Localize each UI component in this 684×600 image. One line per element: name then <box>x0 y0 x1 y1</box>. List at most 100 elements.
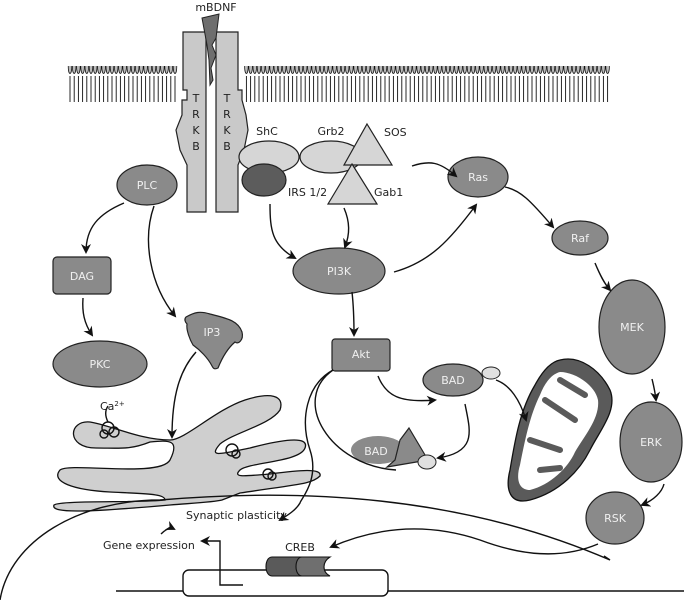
irs-label: IRS 1/2 <box>288 186 327 199</box>
ip3-label: IP3 <box>204 326 221 339</box>
lipid-head <box>597 65 602 74</box>
pkc-node <box>52 340 148 388</box>
lipid-head <box>126 65 131 74</box>
calcium-cluster-2 <box>225 443 241 459</box>
lipid-head <box>164 65 169 74</box>
lipid-head <box>252 65 257 74</box>
synaptic-plasticity-label: Synaptic plasticity <box>186 509 287 522</box>
lipid-head <box>353 65 358 74</box>
mitochondrion-cristae <box>527 377 588 473</box>
lipid-head <box>315 65 320 74</box>
gab1-node <box>326 162 379 205</box>
trkb-left-t: T <box>192 92 200 105</box>
lipid-head <box>492 65 497 74</box>
lipid-head <box>580 65 585 74</box>
lipid-head <box>403 65 409 74</box>
cell-membrane <box>67 65 610 102</box>
lipid-head <box>135 65 140 74</box>
bad-bound-node <box>351 436 405 464</box>
lipid-head <box>399 65 404 74</box>
rsk-label: RSK <box>604 512 627 525</box>
lipid-head <box>588 65 593 74</box>
arrow-gab1-pi3k <box>343 207 353 249</box>
dag-node <box>52 256 112 295</box>
lipid-head <box>416 65 421 74</box>
lipid-head <box>429 65 434 74</box>
lipid-head <box>122 65 127 74</box>
lipid-head <box>298 65 304 74</box>
trkb-receptor-right <box>215 31 249 213</box>
bad-bound-label: BAD <box>364 445 388 458</box>
lipid-head <box>471 65 476 74</box>
lipid-head <box>487 65 493 74</box>
lipid-head <box>538 65 543 74</box>
trkb-right-t: T <box>223 92 231 105</box>
calcium-pointer <box>105 405 109 423</box>
grb2-label: Grb2 <box>317 125 344 138</box>
shc-label: ShC <box>256 125 278 138</box>
lipid-head <box>160 65 165 74</box>
lipid-head <box>546 65 551 74</box>
lipid-head <box>496 65 501 74</box>
lipid-head <box>105 65 110 74</box>
lipid-head <box>84 65 89 74</box>
lipid-head <box>567 65 572 74</box>
arrow-plc-ip3 <box>147 205 177 318</box>
bad-binding-partner <box>385 426 429 468</box>
arrow-raf-mek <box>594 262 612 292</box>
lipid-head <box>382 65 388 74</box>
arrow-dag-pkc <box>82 297 94 337</box>
trkb-left-b: B <box>192 140 200 153</box>
calcium-label: Ca2+ <box>100 400 125 413</box>
bad-label: BAD <box>441 374 465 387</box>
lipid-head <box>151 65 157 74</box>
lipid-head <box>319 65 325 74</box>
lipid-head <box>277 65 283 74</box>
lipid-head <box>72 65 77 74</box>
lipid-head <box>500 65 505 74</box>
pi3k-label: PI3K <box>327 265 352 278</box>
arrow-gene-synaptic <box>160 520 176 535</box>
arrow-mek-erk <box>650 378 661 402</box>
lipid-head <box>244 65 249 74</box>
arrow-pi3k-ras <box>393 203 478 273</box>
lipid-head <box>458 65 463 74</box>
arrow-ip3-er <box>167 351 197 439</box>
akt-node <box>331 338 391 372</box>
lipid-head <box>445 65 451 74</box>
lipid-head <box>479 65 484 74</box>
irs-node <box>241 163 287 197</box>
arrow-bad-mito <box>495 379 529 422</box>
lipid-head <box>118 65 123 74</box>
lipid-head <box>508 65 514 74</box>
lipid-head <box>311 65 316 74</box>
lipid-head <box>584 65 589 74</box>
lipid-head <box>114 65 119 74</box>
lipid-head <box>534 65 539 74</box>
arrow-akt-synaptic <box>278 369 334 522</box>
lipid-head <box>412 65 417 74</box>
pi3k-node <box>292 247 386 295</box>
nuclear-envelope <box>0 494 611 600</box>
lipid-head <box>370 65 375 74</box>
lipid-head <box>592 65 598 74</box>
lipid-head <box>143 65 148 74</box>
dag-label: DAG <box>70 270 94 283</box>
lipid-head <box>303 65 308 74</box>
plc-node <box>116 164 178 206</box>
lipid-head <box>256 65 262 74</box>
lipid-head <box>374 65 379 74</box>
lipid-head <box>290 65 295 74</box>
arrow-erk-rsk <box>640 483 665 507</box>
lipid-head <box>550 65 556 74</box>
creb-label: CREB <box>285 541 315 554</box>
erk-node <box>619 401 683 483</box>
arrow-irs-pi3k <box>269 203 297 259</box>
arrow-rsk-creb <box>329 528 599 555</box>
lipid-head <box>67 65 73 74</box>
lipid-head <box>504 65 509 74</box>
lipid-head <box>424 65 430 74</box>
ip3-node <box>184 311 243 370</box>
lipid-head <box>517 65 522 74</box>
